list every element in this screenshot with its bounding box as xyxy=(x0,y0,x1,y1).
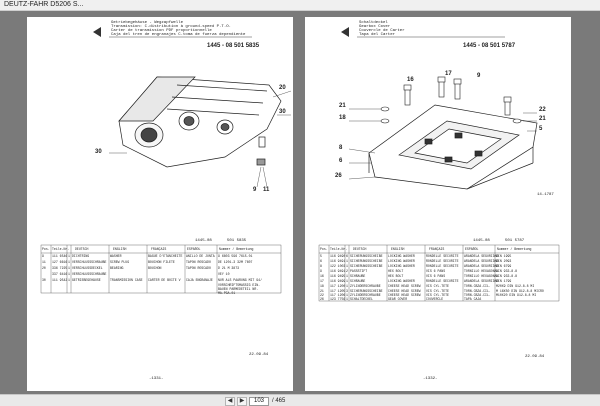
deutz-logo-icon xyxy=(341,27,349,37)
left-page-number: -1331- xyxy=(149,377,164,381)
pager: ◀ ▶ 103 / 465 xyxy=(225,396,285,406)
callout-9: 9 xyxy=(253,187,257,193)
left-header-line-3: Carter de transmission PDF proportionnel… xyxy=(111,29,212,33)
right-header-line-2: Gearbox Cover xyxy=(359,25,391,29)
window-title: DEUTZ-FAHR D5206 S... xyxy=(4,1,84,8)
page-number-input[interactable]: 103 xyxy=(249,396,269,406)
arrow-right-icon: ▶ xyxy=(239,397,245,404)
callout-26: 26 xyxy=(335,173,342,179)
right-page-number: -1332- xyxy=(423,377,438,381)
next-page-button[interactable]: ▶ xyxy=(237,396,247,406)
figure-tag: 14-1787 xyxy=(537,193,554,197)
col-fr: FRANÇAIS xyxy=(151,247,167,251)
bolts xyxy=(380,76,522,124)
page-navigation-bar: ◀ ▶ 103 / 465 xyxy=(0,394,600,406)
left-part-number: 1445 - 08 501 5835 xyxy=(207,43,260,49)
right-small-header-a: 1445-08 xyxy=(473,239,490,243)
col-en: ENGLISH xyxy=(113,247,127,251)
right-header-line-4: Tapa del Carter xyxy=(359,33,396,37)
left-small-header-a: 1445-08 xyxy=(195,239,212,243)
col-part: Teile-Nr. xyxy=(52,247,70,251)
left-page-date: 22.09.84 xyxy=(249,353,269,357)
right-parts-table: Pos. Teile-Nr. DEUTSCH ENGLISH FRANÇAIS … xyxy=(320,247,544,301)
callout-20: 20 xyxy=(279,85,286,91)
col-es: ESPAÑOL xyxy=(187,247,201,251)
left-small-header-b: 501 5835 xyxy=(227,239,247,243)
callout-16: 16 xyxy=(407,77,414,83)
arrow-left-icon: ◀ xyxy=(227,397,233,404)
callout-11: 11 xyxy=(263,187,270,193)
page-total: / 465 xyxy=(272,398,286,404)
callout-30-left: 30 xyxy=(95,149,102,155)
col-de: DEUTSCH xyxy=(75,247,89,251)
col-pos: Pos. xyxy=(42,247,50,251)
callout-6: 6 xyxy=(339,158,343,164)
callout-30-right: 30 xyxy=(279,109,286,115)
callout-17: 17 xyxy=(445,71,452,77)
callout-5: 5 xyxy=(539,126,543,132)
prev-page-button[interactable]: ◀ xyxy=(225,396,235,406)
left-header-line-1: Getriebegehäuse - Wegzapfwelle xyxy=(111,21,184,25)
left-header-line-2: Transmission: C.distribution à ground-sp… xyxy=(111,25,232,29)
page-1332: Schaltdeckel Gearbox Cover Couvercle de … xyxy=(305,17,571,391)
callout-8: 8 xyxy=(339,145,343,151)
left-parts-table: Pos. Teile-Nr. DEUTSCH ENGLISH FRANÇAIS … xyxy=(42,247,262,295)
right-page-figure xyxy=(318,27,560,302)
callout-22: 22 xyxy=(539,107,546,113)
title-bar: DEUTZ-FAHR D5206 S... xyxy=(0,0,600,11)
right-small-header-b: 501 5787 xyxy=(505,239,525,243)
callout-21-right: 21 xyxy=(539,116,546,122)
callout-21-left: 21 xyxy=(339,103,346,109)
right-part-number: 1445 - 08 501 5787 xyxy=(463,43,516,49)
right-page-date: 22.09.84 xyxy=(525,355,545,359)
parts-table-grid xyxy=(318,244,560,302)
right-header-line-1: Schaltdeckel xyxy=(359,21,388,25)
parts-table-grid xyxy=(40,244,282,294)
deutz-logo-icon xyxy=(93,27,101,37)
left-page-figure xyxy=(40,27,292,294)
left-header-line-4: Caja del tren de engranajes C.toma de fu… xyxy=(111,33,246,37)
gearbox-cover-drawing xyxy=(368,104,538,190)
transmission-housing-drawing xyxy=(118,76,282,168)
right-header-line-3: Couvercle de Carter xyxy=(359,29,405,33)
document-viewport[interactable]: Getriebegehäuse - Wegzapfwelle Transmiss… xyxy=(0,11,600,394)
col-note: Nummer / Bemerkung xyxy=(219,247,254,251)
callout-18: 18 xyxy=(339,115,346,121)
callout-9: 9 xyxy=(477,73,481,79)
page-1331: Getriebegehäuse - Wegzapfwelle Transmiss… xyxy=(27,17,293,391)
